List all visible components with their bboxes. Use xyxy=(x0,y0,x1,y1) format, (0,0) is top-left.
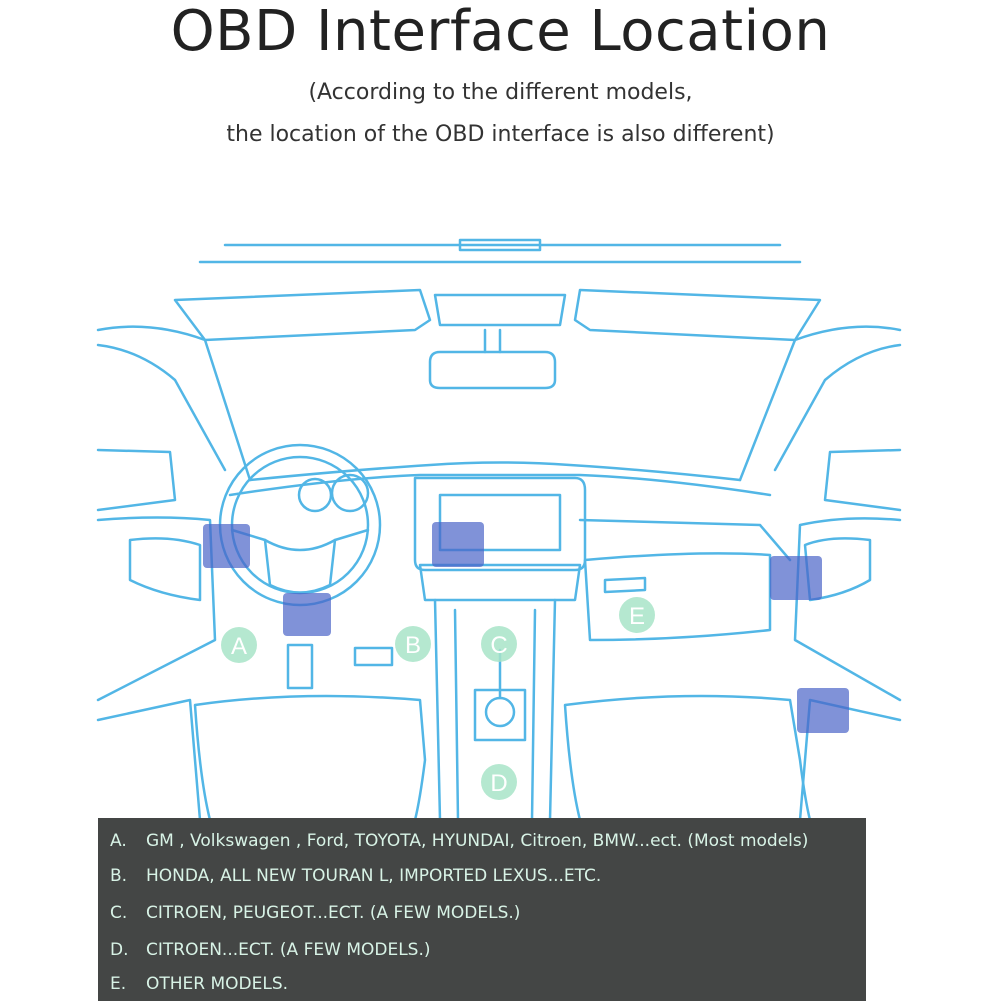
marker-c-label: C xyxy=(490,632,507,659)
glove-box xyxy=(583,552,772,642)
legend-row-a: A. GM , Volkswagen , Ford, TOYOTA, HYUNDA… xyxy=(110,826,858,856)
marker-e-circle xyxy=(619,597,655,633)
rearview-mirror xyxy=(428,350,557,390)
obd-highlight-left-dash xyxy=(203,524,250,568)
location-markers: A B C D E xyxy=(221,597,655,800)
legend-text: CITROEN, PEUGEOT...ECT. (A FEW MODELS.) xyxy=(146,903,521,923)
left-pillar-inner xyxy=(96,343,227,472)
marker-d-circle xyxy=(481,764,517,800)
marker-b-circle xyxy=(395,626,431,662)
subtitle-line-2: the location of the OBD interface is als… xyxy=(226,122,775,147)
legend-letter: A. xyxy=(110,831,127,851)
left-sun-visor xyxy=(173,288,432,342)
marker-c-circle xyxy=(481,626,517,662)
left-door xyxy=(96,516,217,702)
roof-light xyxy=(458,238,542,252)
gear-shifter xyxy=(473,688,527,742)
pedal-brake xyxy=(353,646,394,667)
legend-text: CITROEN...ECT. (A FEW MODELS.) xyxy=(146,940,431,960)
marker-a-circle xyxy=(221,627,257,663)
marker-a-label: A xyxy=(231,633,247,660)
subtitle-line-1: (According to the different models, xyxy=(308,80,693,105)
gauge-right xyxy=(330,473,370,513)
marker-b-label: B xyxy=(405,632,421,659)
subtitle: (According to the different models, the … xyxy=(0,72,1001,156)
legend-letter: C. xyxy=(110,903,128,923)
right-seat xyxy=(563,694,812,820)
legend-row-c: C. CITROEN, PEUGEOT...ECT. (A FEW MODELS.… xyxy=(110,898,858,928)
right-pillar-inner xyxy=(773,343,902,472)
car-interior-diagram: A B C D E xyxy=(96,238,902,820)
obd-highlight-right-dash xyxy=(770,556,822,600)
steering-hub xyxy=(263,538,337,594)
left-side-window xyxy=(96,448,177,512)
right-a-pillar xyxy=(738,325,902,482)
marker-e-label: E xyxy=(629,603,645,630)
legend-letter: D. xyxy=(110,940,129,960)
legend-panel: A. GM , Volkswagen , Ford, TOYOTA, HYUNDA… xyxy=(98,818,866,1001)
obd-highlight-center-console xyxy=(432,522,484,567)
pedal-gas xyxy=(286,643,314,690)
dash-top xyxy=(228,473,772,497)
legend-row-e: E. OTHER MODELS. xyxy=(110,969,858,999)
visor-clip xyxy=(433,293,567,327)
legend-row-b: B. HONDA, ALL NEW TOURAN L, IMPORTED LEXU… xyxy=(110,861,858,891)
right-side-window xyxy=(823,448,902,512)
right-door xyxy=(793,517,902,702)
center-display xyxy=(413,476,587,572)
legend-text: GM , Volkswagen , Ford, TOYOTA, HYUNDAI,… xyxy=(146,831,809,851)
legend-text: OTHER MODELS. xyxy=(146,974,289,994)
obd-highlight-passenger-side xyxy=(797,688,849,733)
center-tunnel xyxy=(433,598,557,820)
marker-d-label: D xyxy=(490,770,507,797)
obd-highlight-steering-column xyxy=(283,593,331,636)
legend-row-d: D. CITROEN...ECT. (A FEW MODELS.) xyxy=(110,935,858,965)
right-sun-visor xyxy=(573,288,822,342)
left-seat xyxy=(193,694,427,820)
legend-letter: B. xyxy=(110,866,128,886)
legend-letter: E. xyxy=(110,974,127,994)
page-title: OBD Interface Location xyxy=(170,0,831,64)
left-a-pillar xyxy=(96,325,252,482)
legend-text: HONDA, ALL NEW TOURAN L, IMPORTED LEXUS.… xyxy=(146,866,602,886)
